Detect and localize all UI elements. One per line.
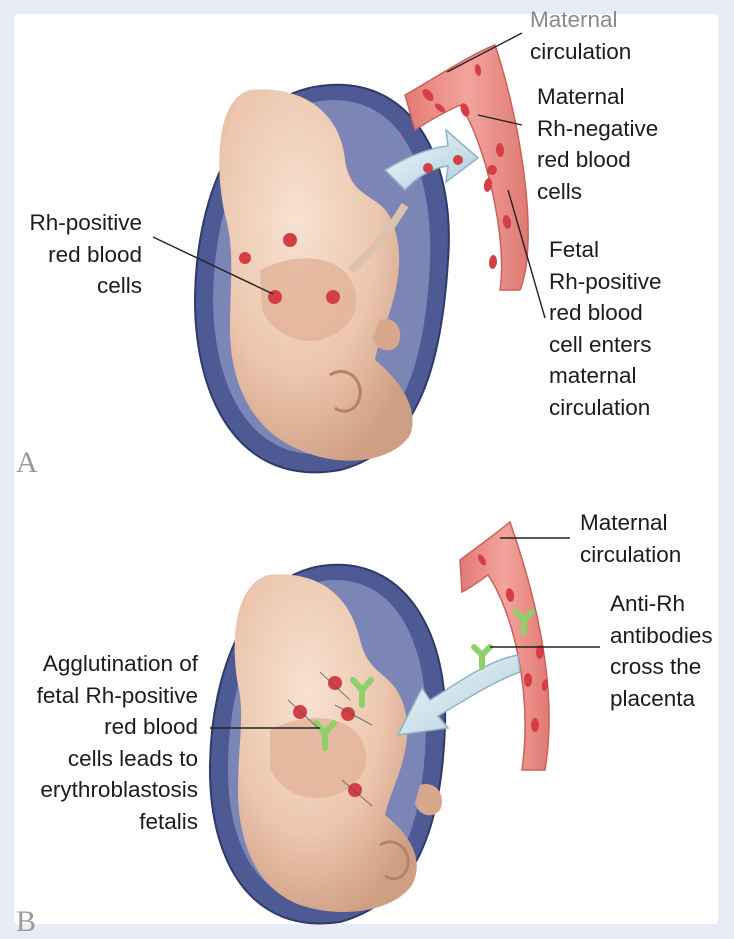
panel-letter-a: A bbox=[16, 446, 38, 480]
label-anti-rh-antibodies: Anti-Rh antibodies cross the placenta bbox=[610, 588, 713, 714]
label-rh-positive-cells: Rh-positive red blood cells bbox=[29, 207, 142, 302]
label-maternal-circulation-a: Maternal circulation bbox=[530, 4, 631, 67]
label-maternal-rh-negative: Maternal Rh-negative red blood cells bbox=[537, 81, 658, 207]
panel-a-illustration bbox=[195, 85, 449, 473]
label-fetal-rh-positive: Fetal Rh-positive red blood cell enters … bbox=[549, 234, 662, 423]
label-agglutination: Agglutination of fetal Rh-positive red b… bbox=[37, 648, 198, 837]
panel-letter-b: B bbox=[16, 905, 36, 939]
label-maternal-circulation-b: Maternal circulation bbox=[580, 507, 681, 570]
